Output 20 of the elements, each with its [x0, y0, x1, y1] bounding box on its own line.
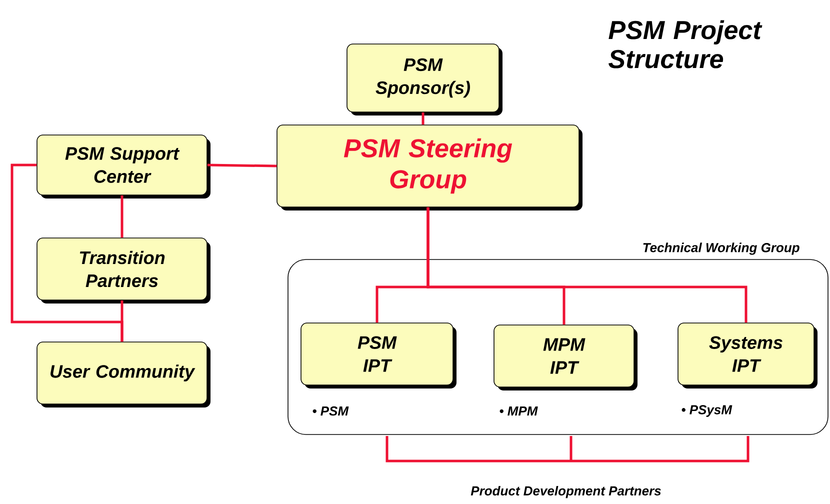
process-box: PSM IPT — [300, 322, 456, 388]
group-heading: Technical Working Group — [643, 242, 800, 255]
bullet-item: • MPM — [500, 406, 538, 416]
bullet-item: • PSysM — [682, 405, 732, 417]
bracket-label: Product Development Partners — [470, 486, 661, 498]
group-frame — [288, 259, 828, 435]
connector-line — [426, 207, 748, 323]
process-box: PSM Steering Group — [276, 124, 582, 210]
process-box: MPM IPT — [494, 324, 638, 390]
process-box: PSM Sponsor(s) — [346, 44, 502, 116]
bullet-item: • PSM — [312, 406, 349, 416]
connector-line — [120, 195, 124, 238]
process-box: Transition Partners — [36, 238, 210, 304]
title: PSM Project Structure — [608, 20, 762, 68]
process-box: Systems IPT — [678, 322, 818, 388]
connector-line — [10, 164, 124, 342]
process-box: PSM Support Center — [36, 134, 210, 198]
connector-line — [422, 112, 424, 125]
process-box: User Community — [36, 342, 210, 408]
connector-line — [207, 164, 277, 168]
